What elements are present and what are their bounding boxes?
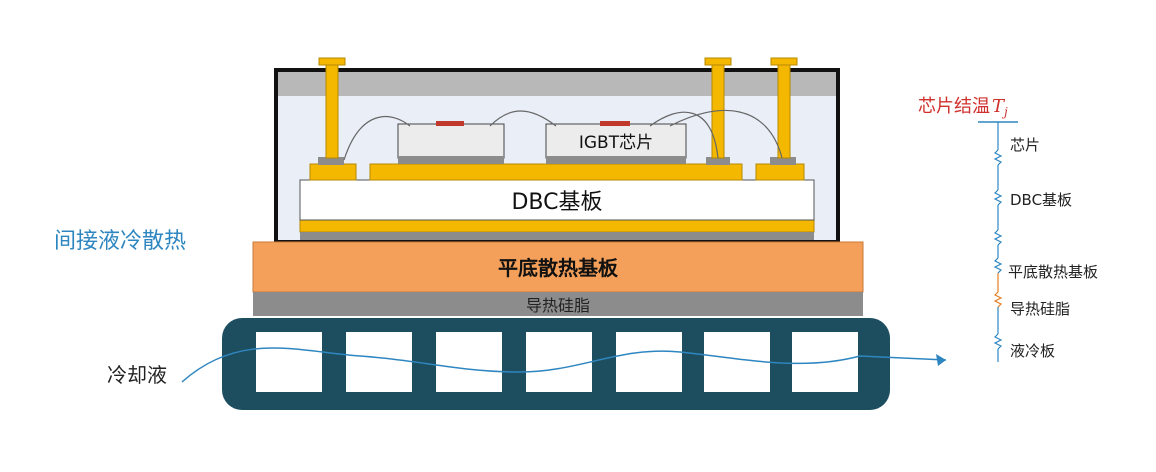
thermal-resistor-ladder xyxy=(993,122,1003,362)
chip-left xyxy=(397,123,505,159)
junction-temp-subscript: j xyxy=(1001,105,1008,119)
coolant-flow-line xyxy=(181,347,947,383)
terminal-right-2 xyxy=(777,59,791,159)
resistor-coldplate xyxy=(993,333,1003,350)
node-label-coldplate: 液冷板 xyxy=(1010,342,1055,360)
terminal-left-cap xyxy=(318,57,346,66)
dbc-label: DBC基板 xyxy=(511,190,602,215)
grease-label: 导热硅脂 xyxy=(526,296,590,315)
junction-temp-symbol: T xyxy=(992,96,1006,117)
dbc-top-copper-middle xyxy=(369,163,743,181)
dbc-substrate xyxy=(299,179,815,221)
dbc-top-copper-right xyxy=(755,163,805,181)
resistor-grease xyxy=(993,291,1003,308)
channel-2 xyxy=(346,332,412,392)
cold-plate-channels xyxy=(256,332,858,392)
igbt-chip-base xyxy=(546,156,686,164)
thermal-grease xyxy=(253,292,863,316)
channel-3 xyxy=(436,332,502,392)
baseplate xyxy=(252,241,864,293)
channel-1 xyxy=(256,332,322,392)
node-label-chip: 芯片 xyxy=(1010,136,1040,154)
pad-left xyxy=(318,157,344,165)
coolant-label: 冷却液 xyxy=(107,363,167,387)
pad-right-1 xyxy=(706,157,730,165)
bond-wire-4 xyxy=(669,109,783,159)
bond-wire-1 xyxy=(343,115,411,161)
terminal-left xyxy=(325,59,339,159)
node-label-dbc: DBC基板 xyxy=(1010,191,1072,209)
baseplate-label: 平底散热基板 xyxy=(498,256,619,280)
junction-temp-text: 芯片结温 xyxy=(918,96,990,117)
terminal-right-2-cap xyxy=(770,57,798,66)
bond-wire-3 xyxy=(649,111,719,159)
resistor-baseplate-2 xyxy=(993,257,1003,274)
channel-4 xyxy=(526,332,592,392)
dbc-top-copper-left xyxy=(309,163,357,181)
node-label-baseplate: 平底散热基板 xyxy=(1008,263,1098,281)
igbt-chip-label: IGBT芯片 xyxy=(579,133,653,153)
housing-lid xyxy=(278,72,836,96)
bond-wire-2 xyxy=(489,110,557,127)
igbt-chip-marker xyxy=(600,121,630,126)
chip-left-marker xyxy=(436,121,464,126)
resistor-baseplate-1 xyxy=(993,229,1003,246)
node-label-grease: 导热硅脂 xyxy=(1010,300,1070,318)
solder-layer xyxy=(300,232,814,240)
terminal-right-1 xyxy=(711,59,725,159)
pad-right-2 xyxy=(770,157,796,165)
resistor-chip xyxy=(993,149,1003,166)
channel-5 xyxy=(616,332,682,392)
igbt-chip xyxy=(545,123,687,159)
terminal-right-1-cap xyxy=(704,57,732,66)
coolant-arrow-head xyxy=(936,354,946,366)
cooling-type-label: 间接液冷散热 xyxy=(54,229,186,254)
resistor-dbc xyxy=(993,189,1003,206)
chip-left-base xyxy=(398,156,504,164)
channel-6 xyxy=(704,332,770,392)
